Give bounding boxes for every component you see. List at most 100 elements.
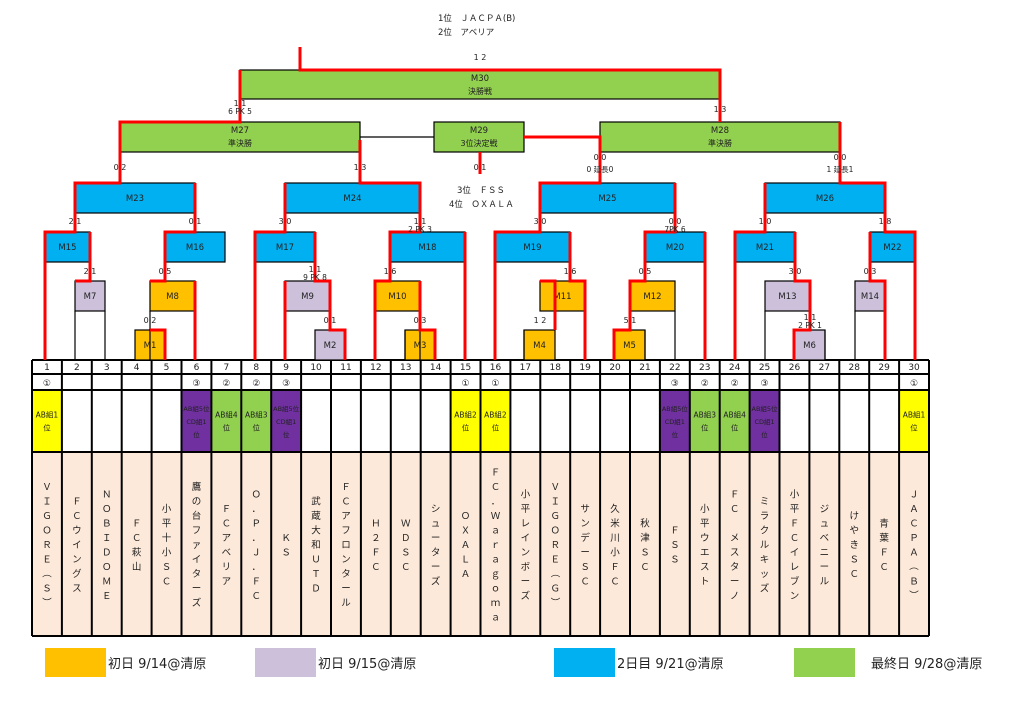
match-m14: M14: [854, 280, 886, 312]
team-name-char: ー: [431, 562, 441, 573]
slot-number: 1: [44, 363, 50, 373]
seed-cell: [151, 390, 182, 452]
team-name-char: Ｃ: [640, 562, 650, 573]
match-m5: M5: [613, 329, 646, 361]
team-name-char: Ｗ: [491, 511, 501, 522]
match-m10: M10: [374, 280, 421, 312]
legend-swatch: [45, 648, 106, 677]
team-name-char: 小: [700, 504, 710, 515]
score-label: 1 8: [879, 217, 892, 226]
team-name-char: タ: [341, 569, 351, 580]
match-label: M25: [598, 194, 616, 204]
team-name-char: Ｃ: [371, 562, 381, 573]
team-name-char: ー: [431, 533, 441, 544]
fourth-place-label: 4位 ＯＸＡＬＡ: [449, 199, 514, 210]
seed-cell: [689, 390, 720, 452]
match-m9: M9: [284, 280, 331, 312]
winner-line: [568, 232, 587, 360]
match-label: M5: [623, 341, 636, 351]
team-name-char: Ｅ: [102, 591, 112, 602]
match-label: M2: [324, 341, 337, 351]
match-box: [389, 231, 466, 263]
slot-number: 9: [283, 363, 289, 373]
team-name-char: Ｆ: [670, 526, 680, 537]
team-name-char: Ｏ: [550, 526, 560, 537]
match-label: M14: [861, 292, 879, 302]
team-name-char: ズ: [192, 597, 202, 609]
team-name-char: Ｃ: [401, 562, 411, 573]
match-label: M28: [711, 126, 729, 136]
legend-swatch: [794, 648, 855, 677]
score-label: 1 6: [384, 267, 397, 276]
team-name-char: ン: [521, 547, 531, 558]
winner-line: [313, 232, 347, 360]
team-name-char: Ｐ: [909, 533, 919, 544]
team-name-char: Ｃ: [790, 533, 800, 544]
match-box: [74, 280, 106, 312]
seed-label: 位: [492, 423, 500, 433]
team-cell: [899, 452, 929, 636]
match-label: M19: [523, 243, 541, 253]
match-box: [734, 231, 796, 263]
score-label: 2 1: [84, 267, 97, 276]
team-name-char: Ｅ: [550, 555, 560, 566]
team-cell: [480, 452, 511, 636]
seed-label: AB組5位: [662, 404, 689, 413]
slot-number: 15: [460, 363, 471, 373]
seed-cell: [779, 390, 810, 452]
team-cell: [61, 452, 92, 636]
seed-cell: [211, 390, 242, 452]
team-name-char: ア: [222, 576, 232, 587]
match-box: [149, 280, 196, 312]
winner-line: [43, 70, 242, 360]
seed-label: CD組1: [665, 417, 685, 426]
team-name-char: ウ: [700, 533, 710, 544]
team-name-char: ）: [907, 590, 919, 600]
match-m11: M11: [539, 280, 586, 312]
seed-cell: [390, 390, 421, 452]
score-label: 1 3: [714, 105, 727, 114]
team-cell: [689, 452, 720, 636]
slot-number: 27: [819, 363, 830, 373]
team-name-char: イ: [790, 547, 800, 558]
slot-number: 29: [878, 363, 890, 373]
team-name-char: ー: [730, 576, 740, 587]
seed-cell: [450, 390, 481, 452]
team-cell: [151, 452, 182, 636]
match-m18: M18: [389, 231, 466, 263]
team-name-char: Ｏ: [461, 511, 471, 522]
match-label: M22: [883, 243, 901, 253]
team-name-char: ー: [521, 576, 531, 587]
first-place-label: 1位 ＪＡＣＰＡ(B): [438, 13, 515, 24]
score-label: 1 3: [354, 163, 367, 172]
seed-cell: [749, 390, 780, 452]
team-name-char: ュ: [431, 518, 441, 529]
seed-cell: [809, 390, 840, 452]
extra-time-label: 0 延長0: [587, 164, 614, 174]
team-name-char: Ｃ: [72, 511, 82, 522]
score-label: 0 0: [669, 217, 682, 226]
score-m30: 1 3: [714, 105, 727, 114]
match-label: M20: [666, 243, 684, 253]
winner-line: [253, 183, 287, 360]
team-cell: [181, 452, 212, 636]
slot-number: 18: [550, 363, 562, 373]
match-m26: M26: [764, 182, 886, 214]
team-name-char: 武: [311, 496, 321, 508]
match-label: M10: [388, 292, 406, 302]
score-label: 0 2: [144, 316, 157, 325]
team-name-char: レ: [521, 518, 531, 529]
match-box: [119, 121, 361, 153]
team-name-char: Ｔ: [311, 569, 321, 580]
seed-label: 位: [223, 423, 231, 433]
match-m7: M7: [74, 280, 106, 312]
team-name-char: タ: [730, 562, 740, 573]
